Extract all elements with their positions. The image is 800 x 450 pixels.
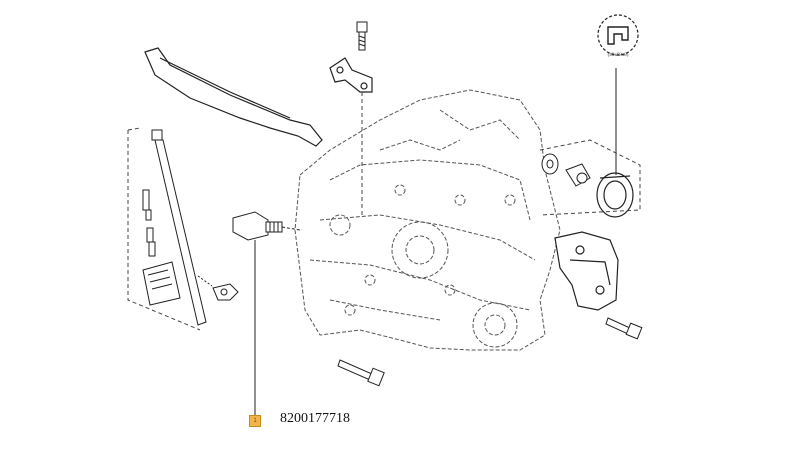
- part-number-label[interactable]: 8200177718: [280, 411, 350, 426]
- mount-bolt: [605, 317, 643, 340]
- shaft-bushing: [565, 163, 591, 187]
- instruction-booklet: [142, 261, 181, 306]
- top-bolt: [356, 21, 368, 51]
- clip-connector: [197, 275, 239, 301]
- washer: [541, 153, 559, 175]
- gearbox-housing: [294, 89, 561, 351]
- heat-shield-rail: [144, 47, 323, 147]
- oil-seal-ring: [596, 172, 634, 218]
- gear-rod: [151, 129, 207, 326]
- seal-symbol-icon: [597, 14, 639, 56]
- reverse-switch-sensor: [232, 211, 301, 241]
- small-fittings: [142, 189, 156, 257]
- rod-kit-box: [127, 127, 201, 331]
- engine-mount-bracket: [554, 231, 619, 311]
- mounting-bracket-top: [329, 57, 373, 93]
- callout-index-badge[interactable]: 1: [249, 415, 261, 427]
- right-dashed-box: [539, 139, 641, 216]
- bottom-bolt: [337, 359, 385, 387]
- seal-dimension-label: (40x68x8): [607, 53, 629, 58]
